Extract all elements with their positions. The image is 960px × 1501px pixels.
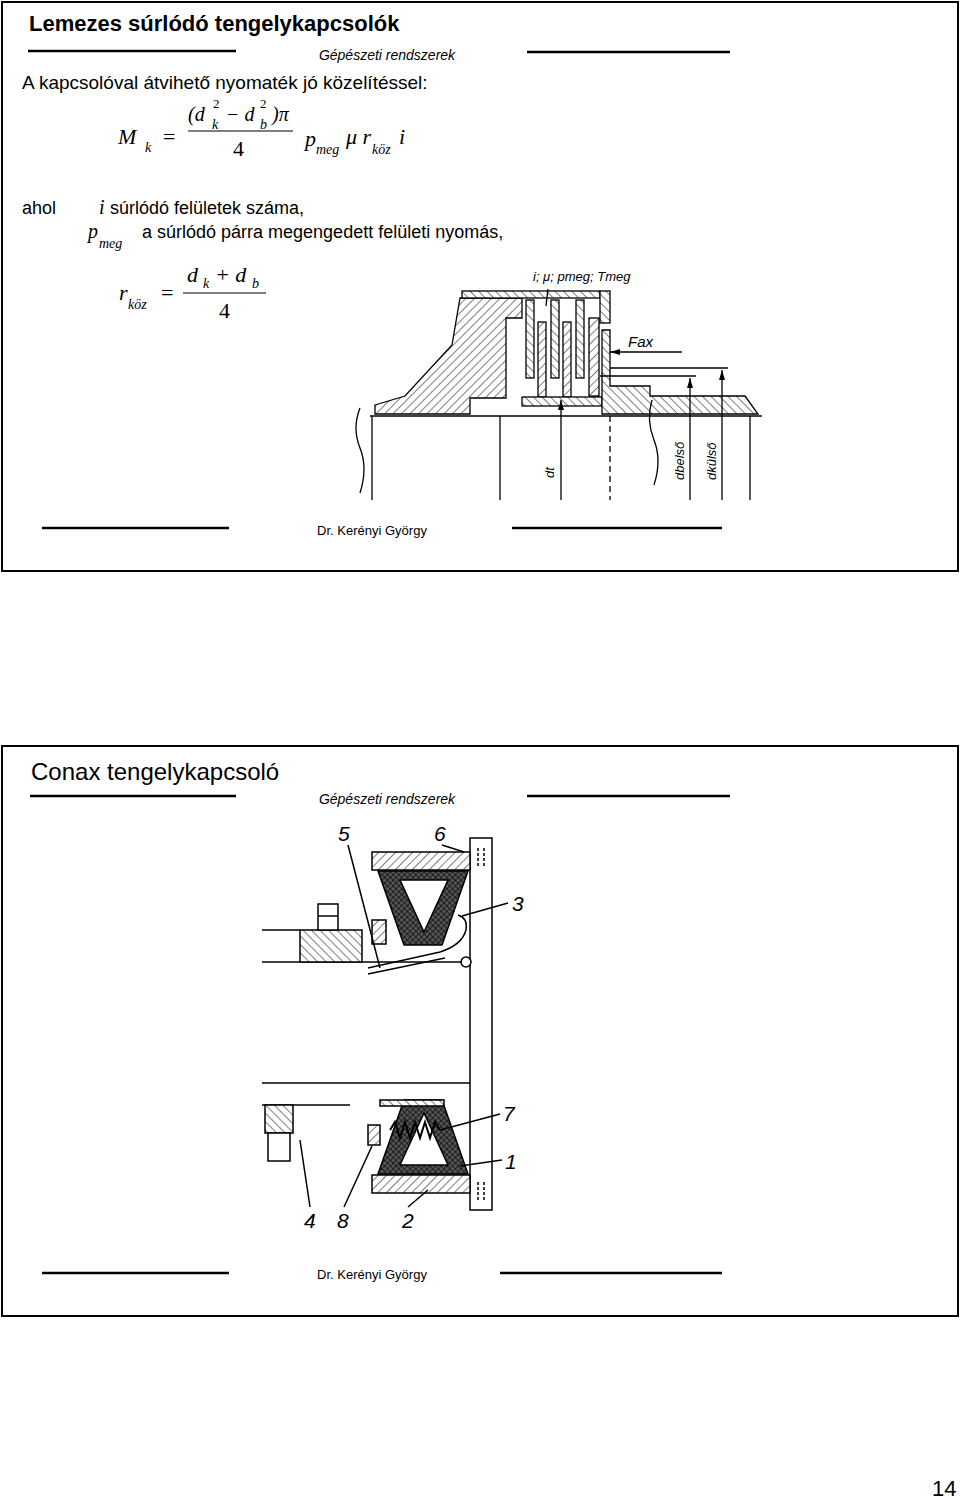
slide-footer: Dr. Kerényi György: [317, 1267, 427, 1282]
slide-title: Lemezes súrlódó tengelykapcsolók: [29, 11, 399, 37]
formula-symbol: i: [399, 124, 405, 150]
intro-text: A kapcsolóval átvihető nyomaték jó közel…: [22, 72, 428, 94]
callout-number: 4: [304, 1209, 316, 1233]
formula-symbol: μ r: [346, 124, 371, 150]
formula-subscript: k: [203, 276, 209, 292]
callout-number: 2: [402, 1209, 414, 1233]
formula-subscript: meg: [316, 142, 339, 158]
slide-header: Gépészeti rendszerek: [319, 47, 455, 63]
drawing-label: i; μ; pmeg; Tmeg: [533, 269, 630, 284]
formula-symbol: p: [88, 220, 98, 243]
dimension-label: dt: [542, 467, 557, 478]
body-text: súrlódó felületek száma,: [110, 198, 304, 219]
callout-number: 3: [512, 892, 524, 916]
formula-superscript: 2: [213, 96, 220, 112]
formula-symbol: d: [187, 262, 198, 288]
formula-symbol: i: [99, 196, 105, 219]
dimension-label: dkülső: [704, 442, 719, 480]
drawing-label: Fax: [628, 333, 653, 350]
slide-frame: Conax tengelykapcsolóGépészeti rendszere…: [1, 745, 959, 1317]
formula-subscript: meg: [99, 236, 122, 252]
formula-symbol: + d: [215, 262, 246, 288]
formula-subscript: köz: [128, 297, 147, 313]
slide-title: Conax tengelykapcsoló: [31, 758, 279, 786]
formula-symbol: 4: [219, 298, 230, 324]
formula-symbol: =: [161, 280, 173, 306]
formula-symbol: (d: [188, 103, 205, 126]
formula-symbol: =: [163, 124, 175, 150]
callout-number: 8: [337, 1209, 349, 1233]
formula-symbol: )π: [272, 103, 289, 126]
page-number: 14: [932, 1476, 956, 1501]
slide-header: Gépészeti rendszerek: [319, 791, 455, 807]
formula-symbol: M: [118, 124, 136, 150]
callout-number: 1: [505, 1150, 517, 1174]
callout-number: 5: [338, 822, 350, 846]
formula-superscript: 2: [260, 96, 267, 112]
slide-footer: Dr. Kerényi György: [317, 523, 427, 538]
callout-number: 7: [503, 1102, 515, 1126]
formula-symbol: p: [305, 126, 316, 152]
dimension-label: dbelső: [672, 442, 687, 480]
body-text: ahol: [22, 198, 56, 219]
formula-subscript: k: [145, 140, 151, 156]
body-text: a súrlódó párra megengedett felületi nyo…: [142, 222, 503, 243]
formula-subscript: k: [212, 117, 218, 133]
formula-subscript: b: [252, 276, 259, 292]
formula-symbol: − d: [226, 103, 255, 126]
formula-subscript: köz: [372, 142, 391, 158]
formula-symbol: r: [119, 280, 128, 306]
formula-subscript: b: [260, 117, 267, 133]
formula-symbol: 4: [233, 136, 244, 162]
callout-number: 6: [434, 822, 446, 846]
